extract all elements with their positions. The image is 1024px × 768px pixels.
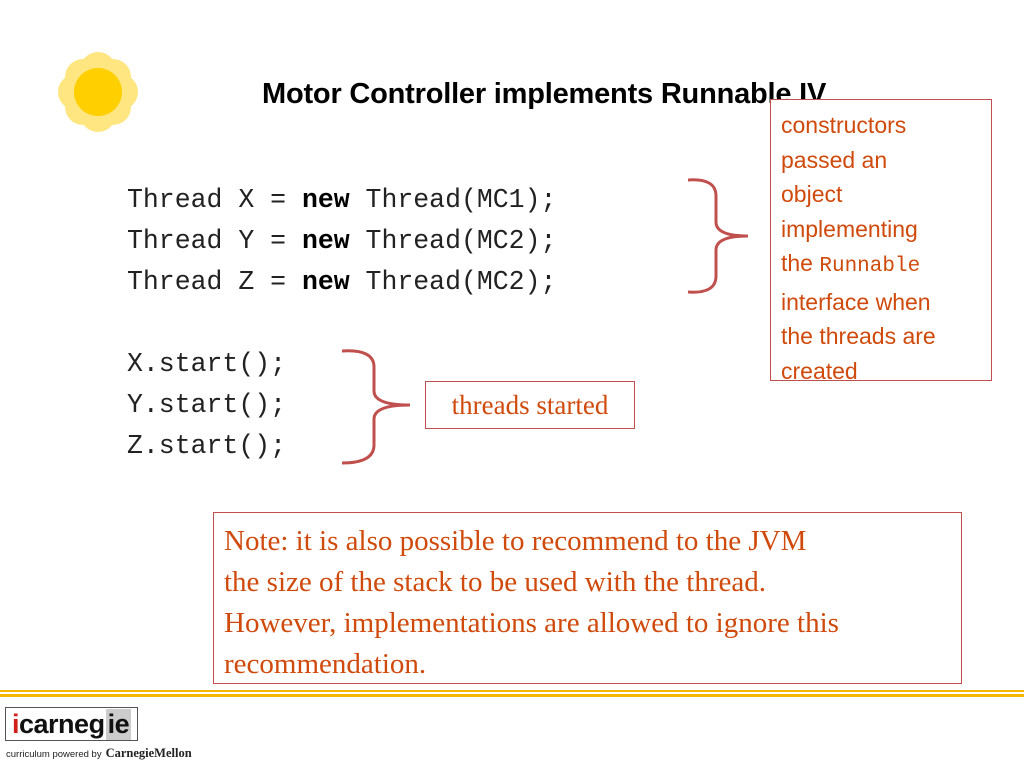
note-line: the size of the stack to be used with th… [224, 566, 766, 598]
note-line: However, implementations are allowed to … [224, 607, 839, 639]
slide-title: Motor Controller implements Runnable IV [262, 78, 827, 110]
code-line-thread-z: Thread Z = new Thread(MC2); [127, 262, 556, 302]
code-text: Thread(MC2); [349, 226, 557, 256]
code-line-x-start: X.start(); [127, 349, 287, 379]
footer-divider-thin [0, 690, 1024, 692]
curly-brace-starts [341, 349, 411, 465]
code-keyword: new [301, 226, 350, 256]
callout-text: the Runnable [781, 246, 983, 285]
code-keyword: new [301, 185, 350, 215]
note-line: recommendation. [224, 648, 427, 680]
footer-divider [0, 694, 1024, 697]
code-text: Thread(MC2); [349, 267, 557, 297]
logo-text: carneg [19, 708, 105, 739]
callout-text: created [781, 357, 858, 384]
code-text: Thread Y = [127, 226, 302, 256]
callout-text: interface when [781, 288, 931, 315]
callout-text: implementing [781, 215, 918, 242]
callout-text: object [781, 181, 843, 207]
callout-constructors: constructors passed an object implementi… [770, 99, 992, 384]
code-text: Thread(MC1); [349, 185, 557, 215]
logo-letter-i: i [12, 708, 20, 739]
powered-by-text: curriculum powered by [6, 749, 102, 760]
code-line-thread-x: Thread X = new Thread(MC1); [127, 180, 556, 220]
callout-text: the [781, 250, 820, 276]
callout-text: the threads are [781, 323, 936, 349]
code-line-z-start: Z.start(); [127, 431, 287, 461]
code-line-y-start: Y.start(); [127, 390, 287, 420]
code-line-thread-y: Thread Y = new Thread(MC2); [127, 221, 556, 261]
callout-threads-started: threads started [425, 381, 635, 429]
logo-text-end: ie [105, 708, 132, 740]
carnegie-mellon-wordmark: CarnegieMellon [105, 746, 192, 760]
sun-flower-icon [58, 52, 138, 132]
curly-brace-constructors [687, 178, 749, 294]
note-line: Note: it is also possible to recommend t… [224, 525, 807, 557]
callout-text: constructors [781, 112, 907, 138]
runnable-code: Runnable [819, 255, 921, 278]
note-box: Note: it is also possible to recommend t… [213, 512, 962, 684]
code-keyword: new [301, 267, 350, 297]
code-text: Thread X = [127, 185, 302, 215]
callout-text: passed an [781, 146, 888, 173]
code-text: Thread Z = [127, 267, 302, 297]
